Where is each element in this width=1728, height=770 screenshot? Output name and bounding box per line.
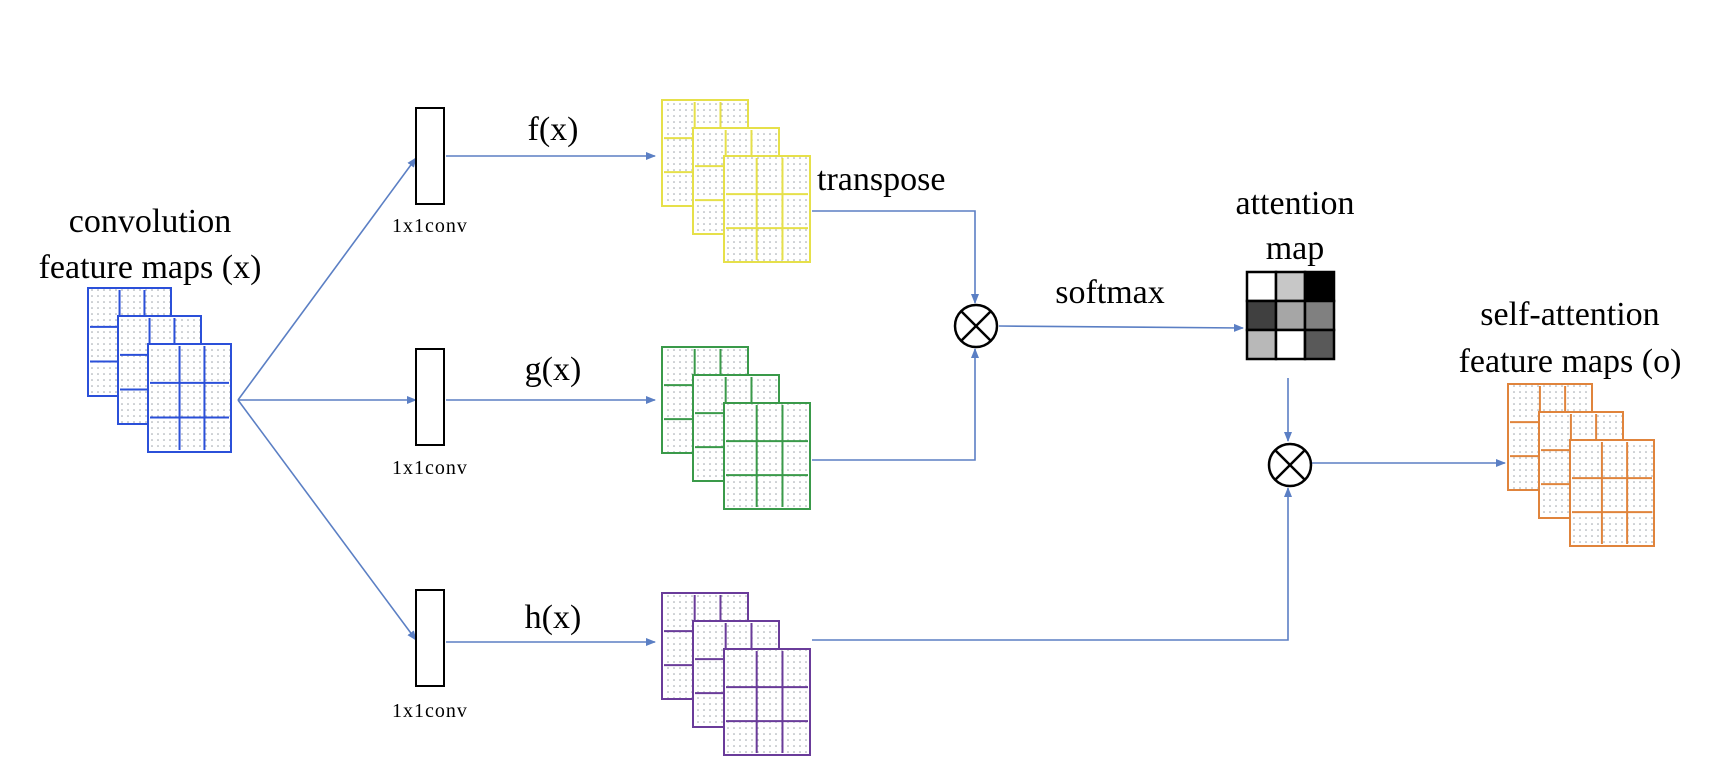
attention-cell [1245, 328, 1278, 361]
transpose-label: transpose [817, 161, 945, 198]
f-feature-maps [661, 99, 811, 263]
attention-cell [1274, 328, 1307, 361]
conv-label-g: 1x1conv [392, 457, 468, 479]
input-map-sheet [147, 343, 232, 453]
output-label-line1: self-attention [1480, 296, 1659, 333]
arrow-input-to-conv-f [237, 157, 417, 401]
attention-cell [1245, 270, 1278, 303]
arrow-fx-transpose-to-multiply [812, 210, 979, 304]
softmax-label: softmax [1055, 274, 1165, 311]
attention-cell [1303, 270, 1336, 303]
f-label: f(x) [528, 111, 579, 148]
output-label-line2: feature maps (o) [1459, 343, 1682, 380]
conv-box-f [415, 107, 445, 205]
input-feature-maps [87, 287, 232, 453]
attention-label-line1: attention [1236, 185, 1355, 222]
conv-box-g [415, 348, 445, 446]
g-map-sheet [723, 402, 811, 510]
arrow-input-to-conv-h [237, 399, 417, 641]
connections [237, 152, 1506, 646]
conv-label-f: 1x1conv [392, 215, 468, 237]
h-label: h(x) [525, 599, 582, 636]
attention-cell [1274, 270, 1307, 303]
h-feature-maps [661, 592, 811, 756]
output-feature-maps [1507, 383, 1655, 547]
multiply-operator-bottom [1267, 442, 1313, 488]
h-map-sheet [723, 648, 811, 756]
attention-map-grid [1245, 270, 1336, 361]
attention-cell [1303, 328, 1336, 361]
g-feature-maps [661, 346, 811, 510]
attention-label-line2: map [1266, 230, 1325, 267]
conv-box-h [415, 589, 445, 687]
attention-cell [1245, 299, 1278, 332]
output-map-sheet [1569, 439, 1655, 547]
arrow-hx-to-multiply [812, 487, 1292, 641]
input-label-line2: feature maps (x) [39, 249, 262, 286]
multiply-operator-top [953, 303, 999, 349]
attention-cell [1274, 299, 1307, 332]
input-label-line1: convolution [69, 203, 231, 240]
attention-cell [1303, 299, 1336, 332]
arrow-multiply-to-attention [998, 323, 1244, 332]
f-map-sheet [723, 155, 811, 263]
g-label: g(x) [525, 351, 582, 388]
conv-label-h: 1x1conv [392, 700, 468, 722]
arrow-gx-to-multiply [812, 348, 979, 461]
